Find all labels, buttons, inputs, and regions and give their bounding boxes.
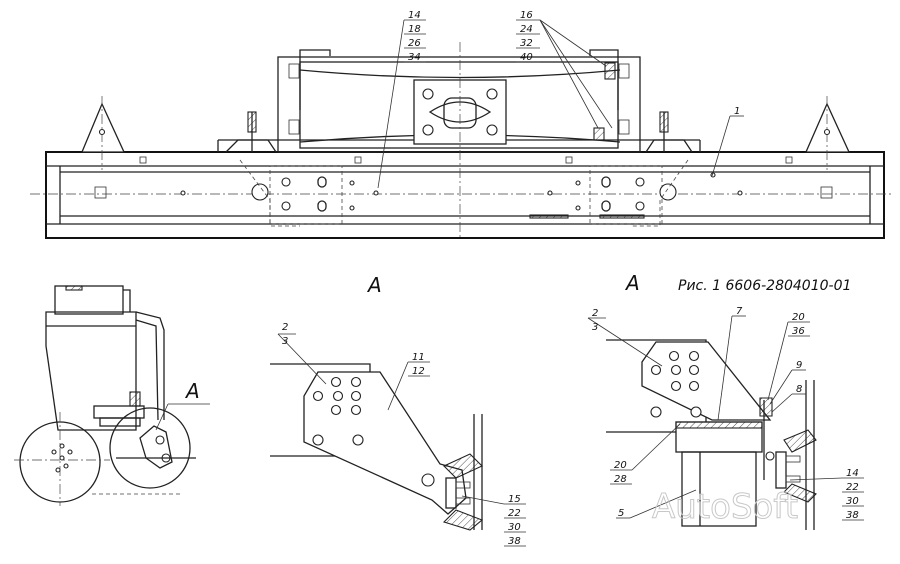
svg-text:1: 1 bbox=[734, 106, 740, 117]
callout-7: 7 bbox=[717, 306, 746, 421]
callout-26: 26 bbox=[408, 38, 421, 49]
svg-text:11: 11 bbox=[412, 352, 425, 363]
svg-text:28: 28 bbox=[614, 474, 627, 485]
svg-text:20: 20 bbox=[614, 460, 627, 471]
svg-text:30: 30 bbox=[846, 496, 859, 507]
view-a-middle-label: A bbox=[366, 273, 382, 297]
svg-text:9: 9 bbox=[796, 360, 802, 371]
svg-text:38: 38 bbox=[846, 510, 859, 521]
watermark: AutoSoft bbox=[652, 487, 798, 527]
svg-text:3: 3 bbox=[592, 322, 598, 333]
view-a-marker: A bbox=[184, 379, 200, 403]
callout-18: 18 bbox=[408, 24, 421, 35]
svg-text:36: 36 bbox=[792, 326, 805, 337]
callout-1: 1 bbox=[711, 106, 744, 177]
svg-text:30: 30 bbox=[508, 522, 521, 533]
callout-14-right-stack: 14 22 30 38 bbox=[789, 468, 864, 521]
callout-16: 16 bbox=[520, 10, 533, 21]
right-bracket-holes bbox=[650, 350, 702, 418]
figure-caption: Рис. 1 6606-2804010-01 bbox=[678, 278, 851, 294]
view-a-right: A Рис. 1 6606-2804010-01 bbox=[587, 271, 864, 530]
view-a-middle: A 2 3 bbox=[270, 273, 526, 547]
callout-9: 9 bbox=[769, 360, 806, 405]
svg-text:8: 8 bbox=[796, 384, 802, 395]
callout-20-36: 20 36 bbox=[767, 312, 810, 401]
callout-32: 32 bbox=[520, 38, 533, 49]
callout-2-3-right: 2 3 bbox=[587, 308, 663, 367]
svg-text:22: 22 bbox=[508, 508, 521, 519]
callout-14-stack: 14 18 26 34 bbox=[377, 10, 426, 189]
callout-5: 5 bbox=[616, 489, 697, 519]
svg-text:14: 14 bbox=[846, 468, 859, 479]
svg-text:15: 15 bbox=[508, 494, 521, 505]
svg-text:20: 20 bbox=[792, 312, 805, 323]
svg-text:38: 38 bbox=[508, 536, 521, 547]
beam-assembly-top-view: 14 18 26 34 16 24 32 40 1 bbox=[30, 10, 892, 240]
callout-40: 40 bbox=[520, 52, 533, 63]
svg-text:12: 12 bbox=[412, 366, 425, 377]
callout-11-12: 11 12 bbox=[387, 352, 430, 411]
svg-text:7: 7 bbox=[736, 306, 743, 317]
callout-20-28: 20 28 bbox=[610, 423, 681, 485]
callout-8: 8 bbox=[771, 384, 806, 413]
wheel-hub-dots bbox=[51, 443, 73, 473]
callout-16-stack: 16 24 32 40 bbox=[516, 10, 613, 129]
svg-text:2: 2 bbox=[282, 322, 288, 333]
callout-2-3-middle: 2 3 bbox=[277, 322, 327, 385]
view-a-right-label: A bbox=[624, 271, 640, 295]
callout-15-stack: 15 22 30 38 bbox=[461, 494, 526, 547]
svg-text:5: 5 bbox=[618, 508, 624, 519]
svg-text:3: 3 bbox=[282, 336, 288, 347]
svg-text:2: 2 bbox=[592, 308, 598, 319]
svg-text:22: 22 bbox=[846, 482, 859, 493]
callout-24: 24 bbox=[520, 24, 533, 35]
seeder-side-view: A bbox=[14, 285, 210, 506]
callout-34: 34 bbox=[408, 52, 421, 63]
callout-14: 14 bbox=[408, 10, 421, 21]
bracket-holes bbox=[312, 376, 435, 487]
